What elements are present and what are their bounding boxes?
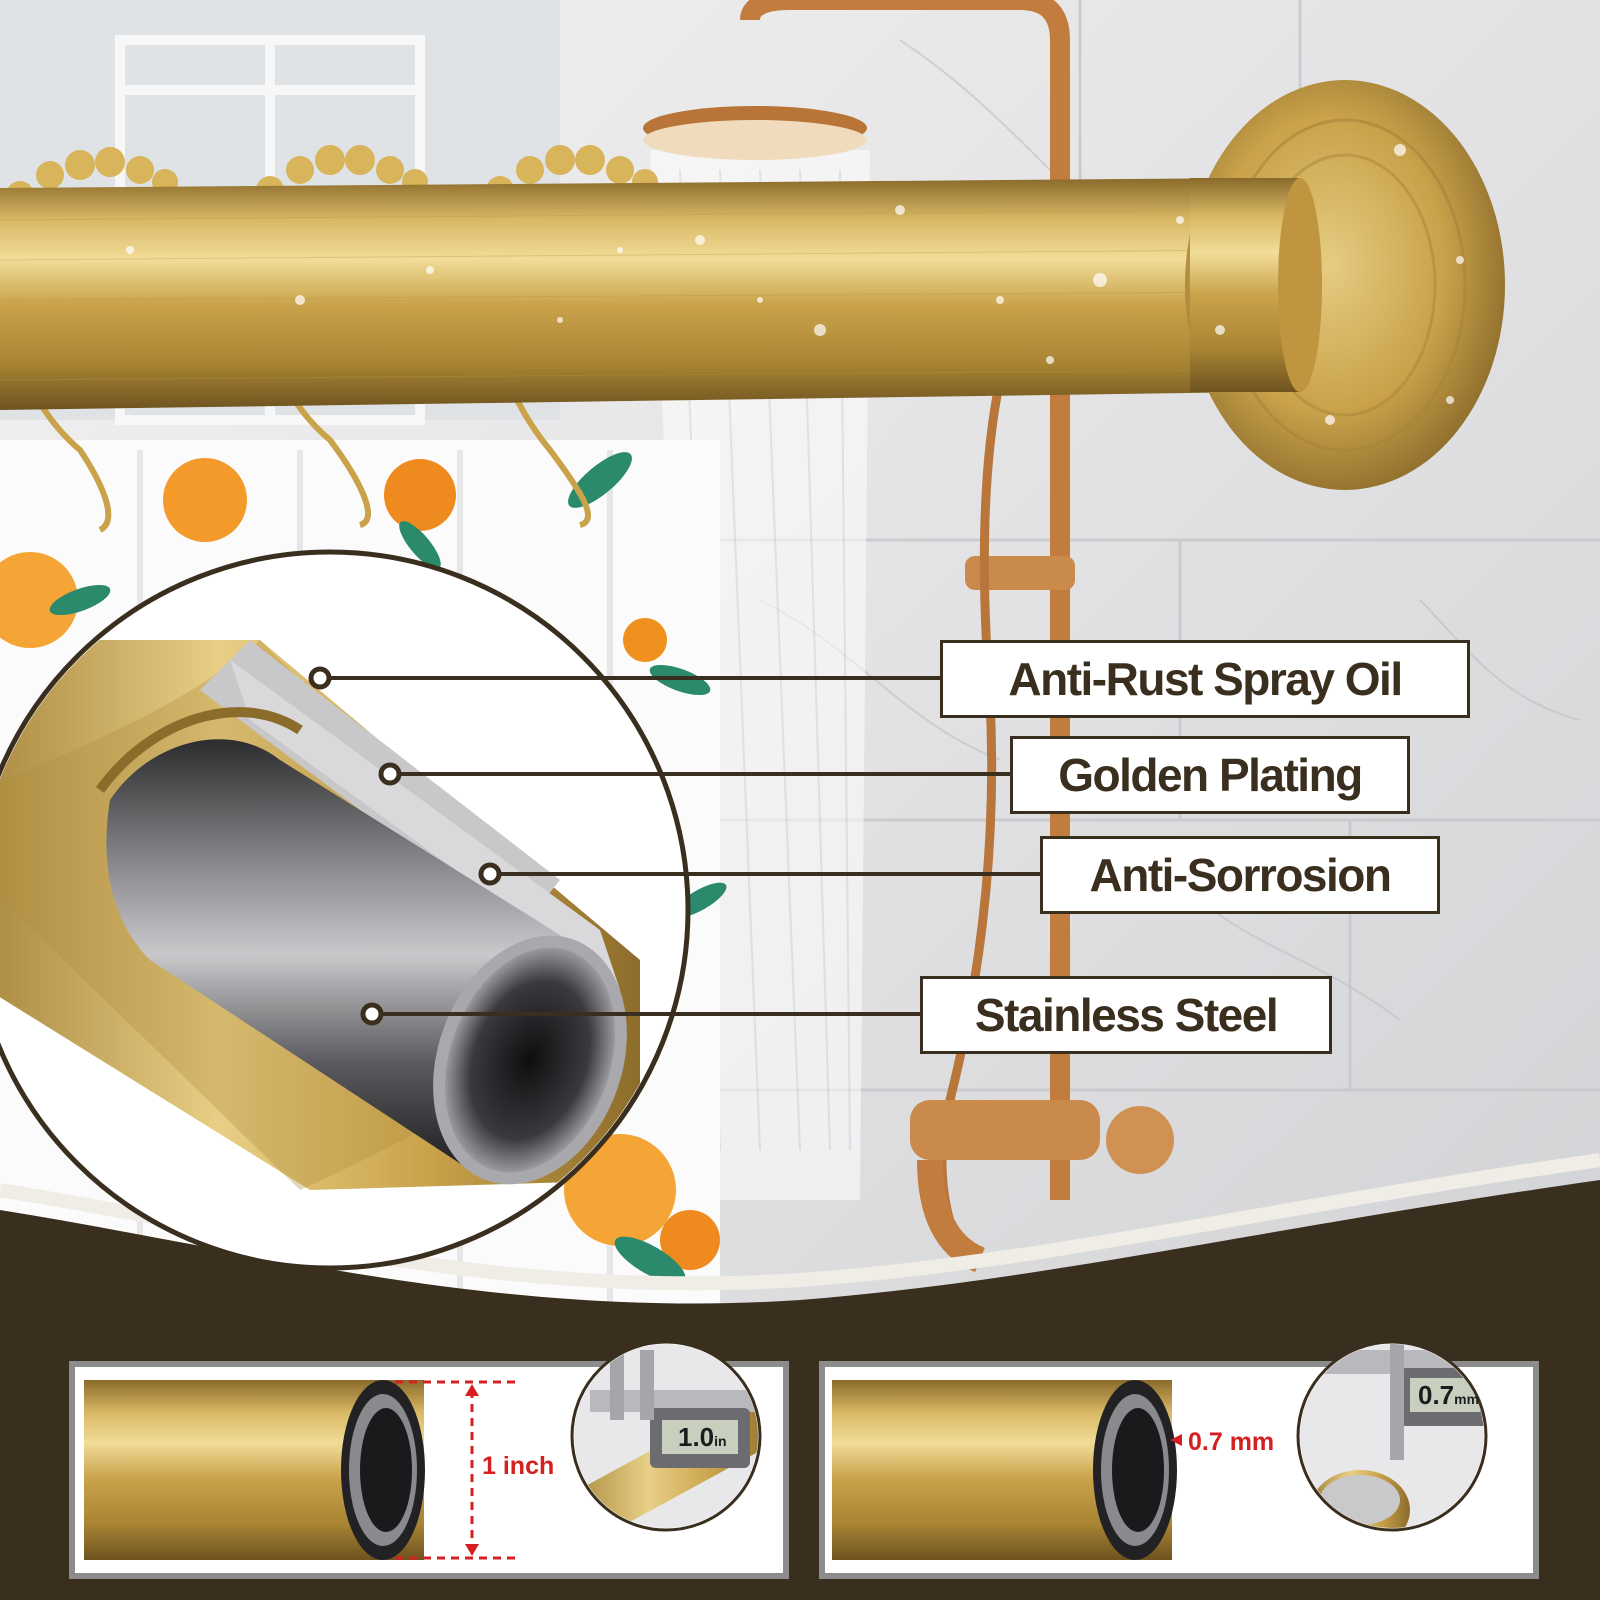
diameter-label: 1 inch	[482, 1452, 555, 1480]
water-droplets	[126, 144, 1464, 425]
diameter-caliper-thumb	[570, 1340, 762, 1532]
orange-pattern	[0, 452, 727, 1284]
label-text: Anti-Rust Spray Oil	[1008, 653, 1403, 705]
wall-flange	[1185, 80, 1505, 490]
label-stainless-steel: Stainless Steel	[920, 976, 1332, 1054]
cross-section-circle	[0, 549, 691, 1271]
label-text: Golden Plating	[1058, 749, 1363, 801]
label-anti-sorrosion: Anti-Sorrosion	[1040, 836, 1440, 914]
label-text: Stainless Steel	[974, 989, 1279, 1041]
thickness-caliper-thumb	[1296, 1340, 1488, 1532]
label-text: Anti-Sorrosion	[1089, 849, 1392, 901]
label-golden-plating: Golden Plating	[1010, 736, 1410, 814]
caliper-left-reading: 1.0in	[678, 1422, 727, 1453]
leader-lines	[320, 676, 1040, 1016]
leader-dots	[308, 666, 502, 1026]
caliper-left-value: 1.0	[678, 1422, 715, 1452]
caliper-right-value: 0.7	[1418, 1380, 1455, 1410]
label-anti-rust-spray-oil: Anti-Rust Spray Oil	[940, 640, 1470, 718]
caliper-right-reading: 0.7mm	[1418, 1380, 1479, 1411]
shower-rod	[0, 178, 1261, 410]
caliper-left-unit: in	[714, 1433, 727, 1449]
shower-column	[643, 0, 1174, 1273]
caliper-right-unit: mm	[1454, 1391, 1480, 1407]
thickness-label: 0.7 mm	[1188, 1428, 1275, 1456]
